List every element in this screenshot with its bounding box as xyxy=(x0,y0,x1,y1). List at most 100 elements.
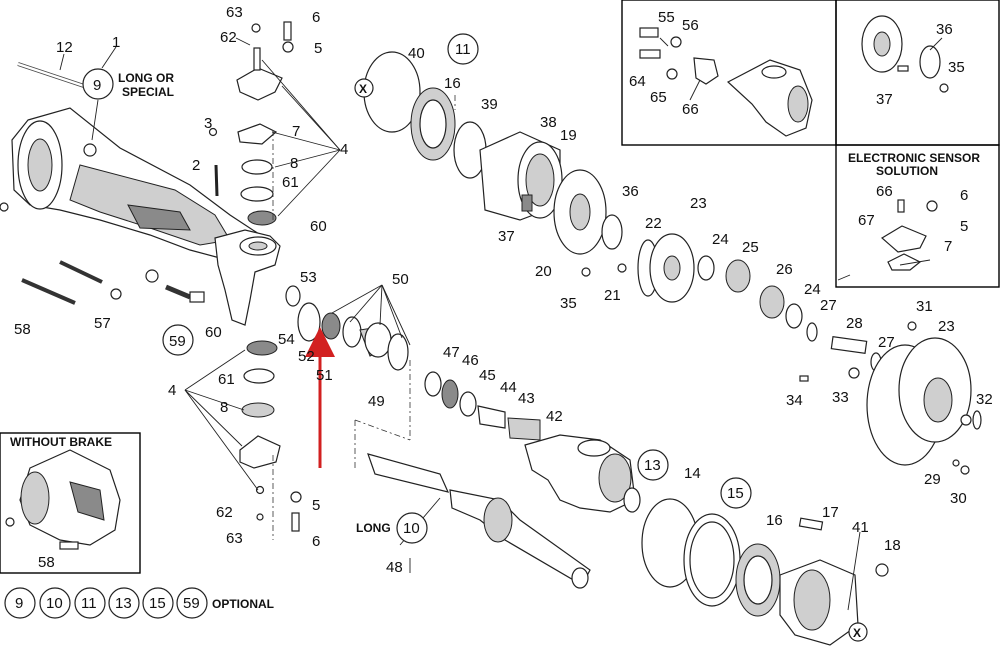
callout-3: 3 xyxy=(204,115,212,132)
callout-31: 31 xyxy=(916,298,933,315)
seals-bearings-50-set xyxy=(285,285,409,371)
callout-14: 14 xyxy=(684,465,701,482)
callout-30: 30 xyxy=(950,490,967,507)
callout-8: 8 xyxy=(220,399,228,416)
x-mark-label: X xyxy=(853,626,861,640)
callout-50: 50 xyxy=(392,271,409,288)
callout-27: 27 xyxy=(878,334,895,351)
callout-12: 12 xyxy=(56,39,73,56)
wheel-hub-right xyxy=(799,337,982,475)
callout-33: 33 xyxy=(832,389,849,406)
callout-60: 60 xyxy=(205,324,222,341)
callout-61: 61 xyxy=(282,174,299,191)
callout-28: 28 xyxy=(846,315,863,332)
callout-34: 34 xyxy=(786,392,803,409)
callout-48: 48 xyxy=(386,559,403,576)
small-fasteners-left xyxy=(21,260,205,305)
callout-51: 51 xyxy=(316,367,333,384)
callout-15: 15 xyxy=(727,485,744,502)
callout-35: 35 xyxy=(948,59,965,76)
callout-46: 46 xyxy=(462,352,479,369)
callout-18: 18 xyxy=(884,537,901,554)
callout-2: 2 xyxy=(192,157,200,174)
callout-19: 19 xyxy=(560,127,577,144)
inset-electronic-sensor-parts xyxy=(880,199,938,271)
callout-13: 13 xyxy=(644,457,661,474)
x-mark-label: X xyxy=(359,82,367,96)
steering-knuckle-and-shaft xyxy=(367,371,641,589)
callout-11: 11 xyxy=(455,41,471,58)
x-mark-bottom: X xyxy=(848,622,868,642)
callout-54: 54 xyxy=(278,331,295,348)
callout-63: 63 xyxy=(226,4,243,21)
callout-58: 58 xyxy=(14,321,31,338)
callout-22: 22 xyxy=(645,215,662,232)
callout-39: 39 xyxy=(481,96,498,113)
hub-planetary-set xyxy=(581,233,917,372)
callout-17: 17 xyxy=(822,504,839,521)
callout-16: 16 xyxy=(444,75,461,92)
legend-circle-59: 59 xyxy=(183,595,200,612)
inset-box-without-brake xyxy=(0,432,141,574)
upper-kingpin-stack xyxy=(208,21,294,226)
callout-36: 36 xyxy=(936,21,953,38)
callout-53: 53 xyxy=(300,269,317,286)
callout-52: 52 xyxy=(298,348,315,365)
callout-8: 8 xyxy=(290,155,298,172)
callout-7: 7 xyxy=(944,238,952,255)
callout-64: 64 xyxy=(629,73,646,90)
callout-43: 43 xyxy=(518,390,535,407)
callout-21: 21 xyxy=(604,287,621,304)
callout-35: 35 xyxy=(560,295,577,312)
caption-without-brake: WITHOUT BRAKE xyxy=(10,435,112,449)
callout-66: 66 xyxy=(876,183,893,200)
axle-housing xyxy=(0,107,281,326)
callout-59: 59 xyxy=(169,333,186,350)
callout-23: 23 xyxy=(938,318,955,335)
callout-41: 41 xyxy=(852,519,869,536)
inset-without-brake-parts xyxy=(5,449,121,550)
callout-42: 42 xyxy=(546,408,563,425)
inset-gear-parts xyxy=(861,15,949,93)
callout-26: 26 xyxy=(776,261,793,278)
callout-25: 25 xyxy=(742,239,759,256)
callout-20: 20 xyxy=(535,263,552,280)
legend-circle-9: 9 xyxy=(15,595,23,612)
callout-27: 27 xyxy=(820,297,837,314)
inset-box-electronic-sensor xyxy=(835,144,1000,288)
callout-37: 37 xyxy=(876,91,893,108)
callout-63: 63 xyxy=(226,530,243,547)
callout-49: 49 xyxy=(368,393,385,410)
inset-sensor-parts xyxy=(639,27,813,137)
callout-47: 47 xyxy=(443,344,460,361)
legend-circle-11: 11 xyxy=(81,595,97,612)
callout-7: 7 xyxy=(292,123,300,140)
caption-long-or-special-line1: LONG OR xyxy=(118,71,174,85)
callout-56: 56 xyxy=(682,17,699,34)
caption-electronic-sensor-line1: ELECTRONIC SENSOR xyxy=(848,151,980,165)
lower-kingpin-stack xyxy=(239,340,302,532)
legend-circle-10: 10 xyxy=(46,595,63,612)
callout-45: 45 xyxy=(479,367,496,384)
caption-long: LONG xyxy=(356,521,391,535)
callout-62: 62 xyxy=(220,29,237,46)
assembly-dash-lines xyxy=(272,95,456,540)
callout-32: 32 xyxy=(976,391,993,408)
optional-legend: 9 10 11 13 15 59 OPTIONAL xyxy=(4,587,274,619)
callout-62: 62 xyxy=(216,504,233,521)
callout-4: 4 xyxy=(340,141,348,158)
callout-6: 6 xyxy=(960,187,968,204)
callout-5: 5 xyxy=(314,40,322,57)
callout-5: 5 xyxy=(312,497,320,514)
callout-16: 16 xyxy=(766,512,783,529)
callout-67: 67 xyxy=(858,212,875,229)
brake-drum-and-gear xyxy=(363,51,623,255)
legend-circle-13: 13 xyxy=(115,595,132,612)
callout-5: 5 xyxy=(960,218,968,235)
leader-lines xyxy=(59,37,943,611)
callout-23: 23 xyxy=(690,195,707,212)
callout-40: 40 xyxy=(408,45,425,62)
callout-44: 44 xyxy=(500,379,517,396)
legend-optional-label: OPTIONAL xyxy=(212,597,274,611)
